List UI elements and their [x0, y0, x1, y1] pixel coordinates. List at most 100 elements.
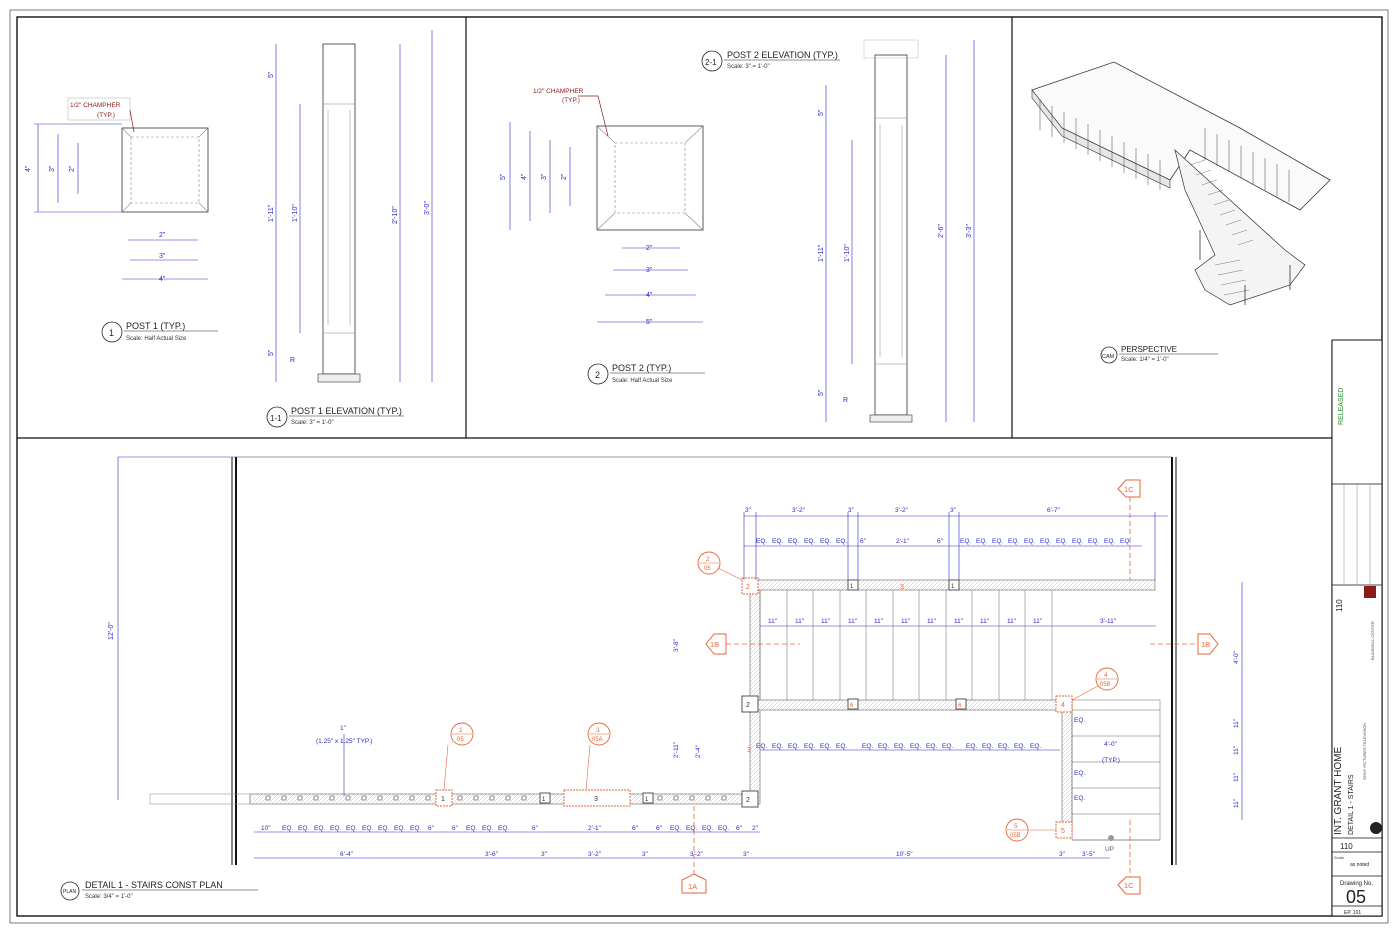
scale-value: as noted — [1350, 862, 1369, 868]
eq-m16: EQ. — [1014, 743, 1025, 750]
tag-1e: 1 — [645, 797, 649, 803]
tag-2a: 2 — [746, 584, 750, 591]
p2-w4: 2" — [646, 245, 653, 252]
svg-text:3: 3 — [596, 727, 600, 734]
svg-text:2: 2 — [706, 556, 710, 563]
bd-8: 3" — [1059, 851, 1066, 858]
bd-2: 3" — [541, 851, 548, 858]
tread-9: 11" — [980, 618, 990, 625]
bd-3: 3'-2" — [588, 851, 602, 858]
eq-m5: EQ. — [820, 743, 831, 750]
svg-text:05B: 05B — [1010, 833, 1021, 839]
eq-t8: EQ. — [976, 538, 987, 545]
p2-view-scale: Scale: Half Actual Size — [612, 378, 673, 384]
p2-view-title: POST 2 (TYP.) — [612, 363, 671, 373]
p1e-bot: 5" — [268, 349, 275, 356]
tag-6b: 6 — [958, 703, 962, 709]
six-t1: 6" — [860, 538, 867, 545]
detail-name: DETAIL 1 - STAIRS — [1348, 774, 1355, 835]
section-marker-1b-left: 1B — [705, 633, 800, 655]
eq-t16: EQ. — [1104, 538, 1115, 545]
eq-m12: EQ. — [942, 743, 953, 750]
tag-3a: 3 — [900, 584, 904, 591]
project-name: INT. GRANT HOME — [1333, 747, 1344, 835]
baluster-dim: 1" — [340, 725, 347, 732]
eq-m7: EQ. — [862, 743, 873, 750]
tag-3b: 3 — [747, 747, 751, 754]
p2e-mid2: 1'-10" — [844, 244, 851, 262]
eq-t9: EQ. — [992, 538, 1003, 545]
post2-plan: 5" 4" 3" 2" 2" 3" 4" 5" 1/2" CHAMPHER (T… — [500, 88, 705, 385]
six-t2: 6" — [937, 538, 944, 545]
bd-7: 10'-5" — [896, 851, 913, 858]
tag-2c: 2 — [746, 797, 750, 804]
p1-w1: 4" — [159, 276, 166, 283]
eq-m9: EQ. — [894, 743, 905, 750]
p2-w3: 3" — [646, 267, 653, 274]
p1e-view-title: POST 1 ELEVATION (TYP.) — [291, 406, 402, 416]
perspective-view: CAM PERSPECTIVE Scale: 1/4" = 1'-0" — [1031, 61, 1331, 364]
top-dim-0: 3" — [745, 507, 752, 514]
p1e-mid2: 1'-10" — [292, 204, 299, 222]
dim-r1: 11" — [1233, 718, 1240, 728]
drawing-no: 05 — [1346, 887, 1366, 907]
svg-text:05: 05 — [457, 737, 464, 743]
p2-h4: 2" — [561, 173, 568, 180]
callout-4-05b: 4 05B — [1071, 667, 1119, 701]
bl-6: EQ. — [362, 825, 373, 832]
tag-1c: 1 — [441, 796, 445, 803]
tag-1d: 1 — [542, 797, 546, 803]
eq-m1: EQ. — [756, 743, 767, 750]
eq-t14: EQ. — [1072, 538, 1083, 545]
p2e-tot1: 2'-6" — [938, 224, 945, 238]
bl-20: EQ. — [686, 825, 697, 832]
bl-13: EQ. — [482, 825, 493, 832]
p2-h1: 5" — [500, 173, 507, 180]
bl-12: EQ. — [466, 825, 477, 832]
bottom-dims: 6'-4" 3'-6" 3" 3'-2" 3" 3'-2" 3" 10'-5" … — [340, 851, 1096, 858]
eq-t7: EQ. — [960, 538, 971, 545]
p1e-tot2: 3'-0" — [424, 201, 431, 215]
p2e-bot: 5" — [818, 389, 825, 396]
top-dim-5: 6'-7" — [1047, 507, 1061, 514]
tag-1b: 1 — [951, 584, 955, 590]
bottom-dim-labels: 10" EQ. EQ. EQ. EQ. EQ. EQ. EQ. EQ. EQ. … — [261, 825, 759, 832]
persp-view-num: CAM — [1102, 354, 1115, 360]
p1e-radius: R — [290, 357, 295, 364]
bl-10: 6" — [428, 825, 435, 832]
post2-elevation: 2-1 POST 2 ELEVATION (TYP.) Scale: 3" = … — [701, 39, 975, 423]
dim-r4: 11" — [1233, 798, 1240, 808]
dim-mid-left3: 2'-4" — [695, 744, 702, 758]
bl-7: EQ. — [378, 825, 389, 832]
eq-t2: EQ. — [772, 538, 783, 545]
callout-1-05: 1 05 — [443, 722, 474, 791]
stair-treads — [759, 590, 1161, 841]
p2e-view-scale: Scale: 3" = 1'-0" — [727, 64, 770, 70]
tag-6a: 6 — [850, 703, 854, 709]
p2e-view-title: POST 2 ELEVATION (TYP.) — [727, 50, 838, 60]
p1e-tot1: 2'-10" — [392, 206, 399, 224]
svg-text:5: 5 — [1014, 823, 1018, 830]
eq-m3: EQ. — [788, 743, 799, 750]
baluster-note: (1.25" x 1.25" TYP.) — [316, 738, 372, 745]
dim-r3: 11" — [1233, 772, 1240, 782]
p2e-tot2: 3'-3" — [966, 224, 973, 238]
svg-text:1B: 1B — [710, 640, 719, 649]
top-dim-3: 3'-2" — [895, 507, 909, 514]
p1e-view-num: 1-1 — [270, 414, 282, 423]
plan-view-title: DETAIL 1 - STAIRS CONST PLAN — [85, 880, 223, 890]
p1e-view-scale: Scale: 3" = 1'-0" — [291, 420, 334, 426]
eq-t4: EQ. — [804, 538, 815, 545]
plan-view-scale: Scale: 3/4" = 1'-0" — [85, 894, 133, 900]
section-marker-1b-right: 1B — [1150, 633, 1219, 655]
p2-w2: 4" — [646, 292, 653, 299]
eq-m2: EQ. — [772, 743, 783, 750]
tread-10: 11" — [1007, 618, 1017, 625]
p1-h2: 3" — [49, 165, 56, 172]
eq-v2: EQ. — [1074, 770, 1085, 777]
tread-2: 11" — [795, 618, 805, 625]
bl-17: 6" — [632, 825, 639, 832]
bd-9: 3'-5" — [1082, 851, 1096, 858]
p2-view-num: 2 — [595, 370, 600, 380]
